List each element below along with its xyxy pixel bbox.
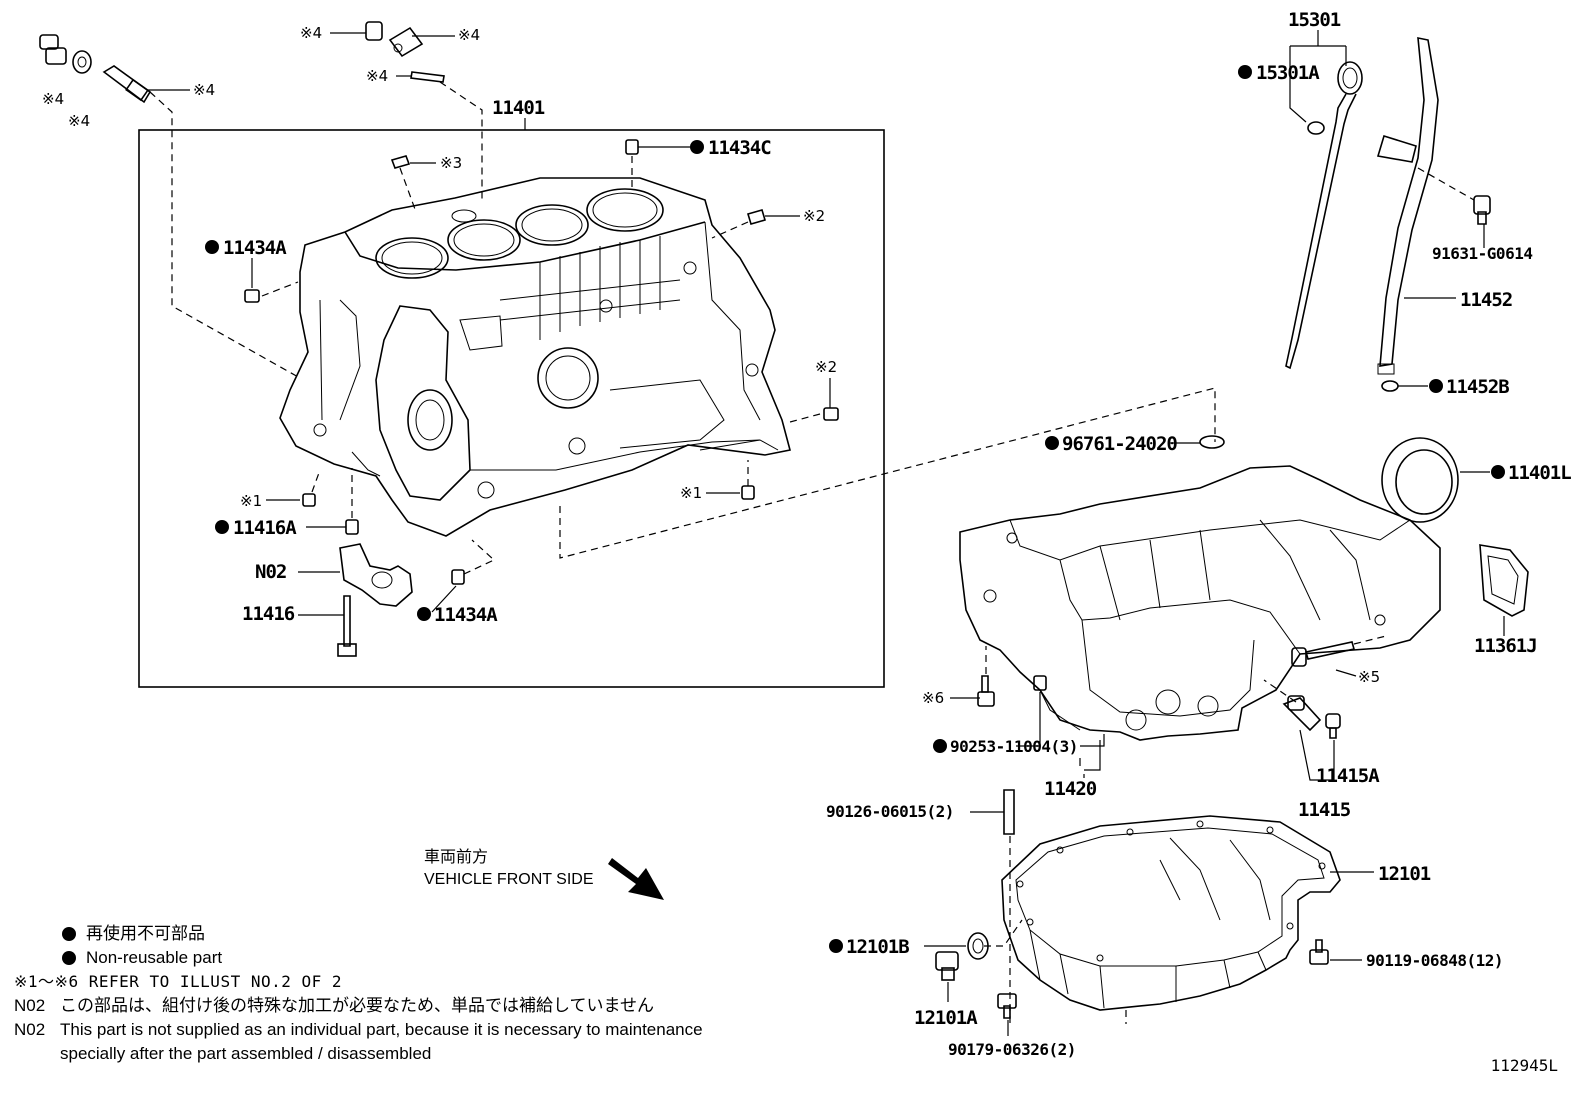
- n02-text-en-1: This part is not supplied as an individu…: [60, 1020, 703, 1039]
- plug-11434c[interactable]: [625, 139, 639, 155]
- callout-11416[interactable]: 11416: [242, 603, 296, 625]
- legend-jp-row: 再使用不可部品: [14, 922, 814, 946]
- plug-11415a[interactable]: [1325, 713, 1341, 739]
- reference-mark: ※1: [240, 492, 262, 510]
- callout-11401[interactable]: 11401: [492, 97, 546, 119]
- reference-mark: ※5: [1358, 668, 1380, 686]
- bracket-part[interactable]: [388, 26, 424, 58]
- reference-mark: ※4: [193, 81, 215, 99]
- legend-en-row: Non-reusable part: [14, 946, 814, 970]
- plug-part[interactable]: [39, 34, 67, 65]
- n02-code-en: N02: [14, 1020, 46, 1039]
- refer-note: ※1～※6 REFER TO ILLUST NO.2 OF 2: [14, 970, 814, 994]
- reference-mark: ※1: [680, 484, 702, 502]
- callout-11434a-top[interactable]: 11434A: [223, 237, 288, 259]
- callout-12101a[interactable]: 12101A: [914, 1007, 979, 1029]
- reference-mark: ※3: [440, 154, 462, 172]
- reference-mark: ※4: [300, 24, 322, 42]
- cylinder-block-drawing[interactable]: [279, 177, 791, 537]
- dipstick-guide-11452[interactable]: [1376, 37, 1439, 375]
- callout-90126[interactable]: 90126-06015(2): [826, 802, 954, 821]
- non-reusable-bullet-icon: [62, 927, 76, 941]
- legend: 再使用不可部品 Non-reusable part ※1～※6 REFER TO…: [14, 922, 814, 1066]
- callout-90253[interactable]: 90253-11004(3): [950, 737, 1078, 756]
- callout-96761[interactable]: 96761-24020: [1062, 433, 1178, 455]
- refer-note-text: ※1～※6 REFER TO ILLUST NO.2 OF 2: [14, 972, 343, 991]
- callout-15301[interactable]: 15301: [1288, 9, 1342, 31]
- lower-crankcase-11420[interactable]: [959, 465, 1441, 741]
- direction-label-en: VEHICLE FRONT SIDE: [424, 871, 594, 888]
- callout-11415[interactable]: 11415: [1298, 799, 1352, 821]
- callout-11420[interactable]: 11420: [1044, 778, 1098, 800]
- reference-mark: ※4: [366, 67, 388, 85]
- washer-part[interactable]: [72, 50, 92, 74]
- bearing-cap-n02[interactable]: [339, 543, 413, 607]
- callout-11434a-bottom[interactable]: 11434A: [434, 604, 499, 626]
- reference-mark: ※4: [42, 90, 64, 108]
- callout-12101[interactable]: 12101: [1378, 863, 1432, 885]
- n02-note-jp: N02 この部品は、組付け後の特殊な加工が必要なため、単品では補給していません: [14, 994, 814, 1018]
- dowel-pin-1b[interactable]: [741, 485, 755, 500]
- n02-code-jp: N02: [14, 996, 46, 1015]
- bolt-90179[interactable]: [997, 993, 1017, 1019]
- bolt-6[interactable]: [977, 675, 995, 707]
- bolt-90119[interactable]: [1309, 939, 1329, 965]
- reference-mark: ※2: [815, 358, 837, 376]
- non-reusable-bullet-icon: [62, 951, 76, 965]
- callout-11415a[interactable]: 11415A: [1316, 765, 1381, 787]
- callout-90179[interactable]: 90179-06326(2): [948, 1040, 1076, 1059]
- callout-11452b[interactable]: 11452B: [1446, 376, 1510, 398]
- drain-plug-12101a[interactable]: [935, 951, 959, 981]
- dowel-pin-2a[interactable]: [747, 209, 766, 225]
- o-ring-11452b[interactable]: [1381, 380, 1399, 392]
- bolt-91631[interactable]: [1473, 195, 1491, 225]
- callout-11401l[interactable]: 11401L: [1508, 462, 1572, 484]
- bolt-11416[interactable]: [337, 595, 357, 657]
- o-ring-96761[interactable]: [1199, 435, 1225, 449]
- diagram-id: 112945L: [1490, 1056, 1558, 1075]
- callout-90119[interactable]: 90119-06848(12): [1366, 951, 1504, 970]
- dowel-pin-1a[interactable]: [302, 493, 316, 507]
- seal-11401l[interactable]: [1381, 437, 1459, 523]
- stud-90126[interactable]: [1003, 789, 1015, 835]
- reference-mark: ※4: [68, 112, 90, 130]
- plug-11434a-top[interactable]: [244, 289, 260, 303]
- pin-11416a[interactable]: [345, 519, 359, 535]
- dipstick-15301[interactable]: [1285, 61, 1363, 370]
- reference-mark: ※2: [803, 207, 825, 225]
- o-ring-15301a[interactable]: [1307, 121, 1325, 135]
- cap-part[interactable]: [365, 21, 383, 41]
- bolt-5[interactable]: [1291, 641, 1356, 667]
- callout-11361j[interactable]: 11361J: [1474, 635, 1538, 657]
- sensor-11415[interactable]: [1282, 695, 1322, 732]
- plug-11434a-bottom[interactable]: [451, 569, 465, 585]
- n02-text-en-2: specially after the part assembled / dis…: [60, 1044, 432, 1063]
- callout-11452[interactable]: 11452: [1460, 289, 1513, 311]
- n02-text-jp: この部品は、組付け後の特殊な加工が必要なため、単品では補給していません: [60, 996, 654, 1015]
- callout-n02[interactable]: N02: [255, 561, 287, 583]
- callout-11434c[interactable]: 11434C: [708, 137, 772, 159]
- legend-non-reusable-en: Non-reusable part: [86, 948, 223, 967]
- n02-note-en: N02 This part is not supplied as an indi…: [14, 1018, 814, 1066]
- dowel-pin-2b[interactable]: [823, 407, 839, 421]
- dowel-pin-3[interactable]: [390, 155, 411, 169]
- front-arrow-icon: [608, 858, 664, 900]
- callout-11416a[interactable]: 11416A: [233, 517, 298, 539]
- direction-label-jp: 車両前方: [424, 848, 488, 866]
- callout-15301a[interactable]: 15301A: [1256, 62, 1321, 84]
- cylinder-block-frame: [138, 129, 885, 688]
- legend-non-reusable-jp: 再使用不可部品: [86, 924, 205, 943]
- callout-91631[interactable]: 91631-G0614: [1432, 244, 1533, 263]
- reference-mark: ※6: [922, 689, 944, 707]
- cover-11361j[interactable]: [1479, 544, 1529, 617]
- sensor-part[interactable]: [102, 65, 152, 104]
- callout-12101b[interactable]: 12101B: [846, 936, 910, 958]
- stud-part[interactable]: [410, 71, 445, 83]
- oil-pan-12101[interactable]: [1001, 815, 1341, 1011]
- reference-mark: ※4: [458, 26, 480, 44]
- pin-90253[interactable]: [1033, 675, 1047, 691]
